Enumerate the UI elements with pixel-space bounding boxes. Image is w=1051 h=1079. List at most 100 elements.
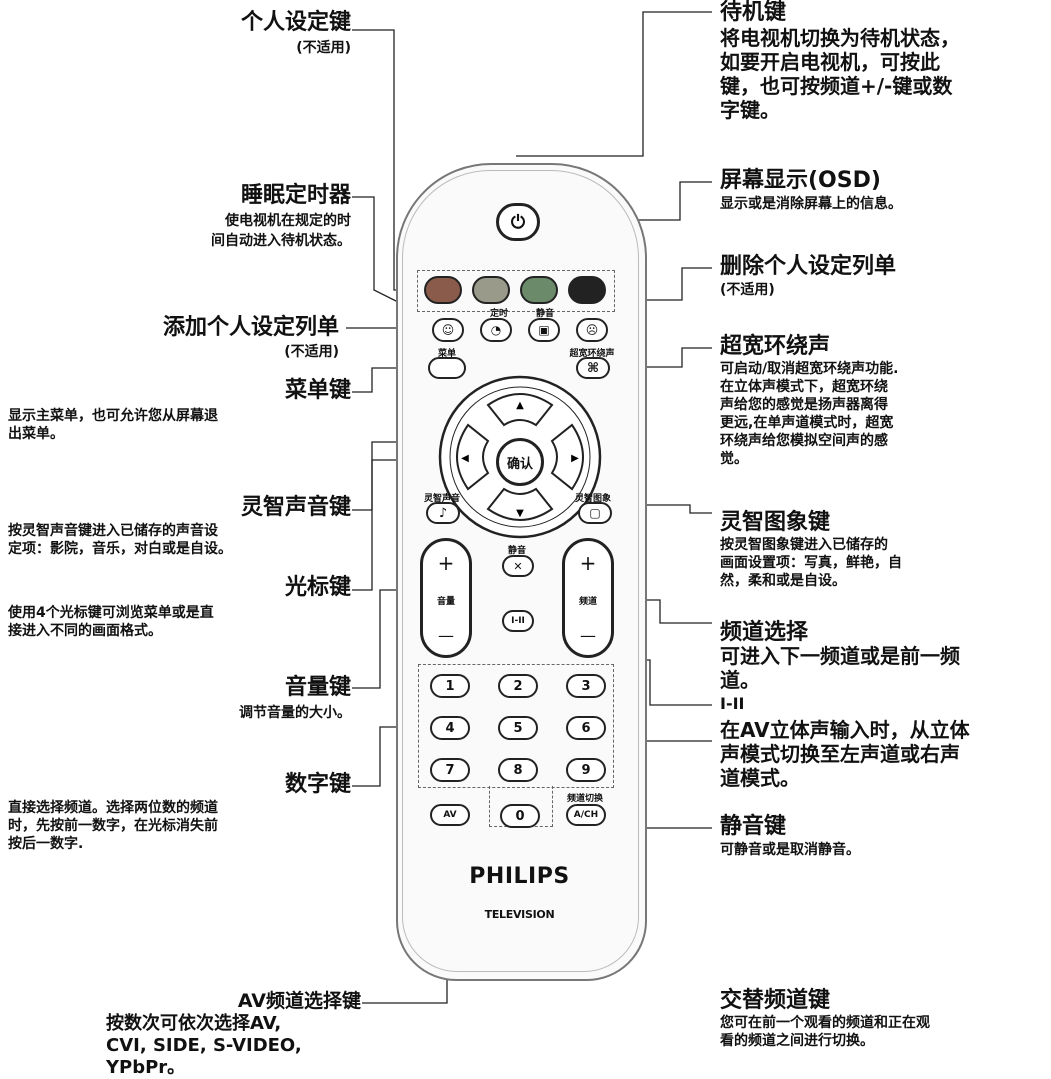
green-key[interactable]	[472, 276, 510, 304]
digit-2-button[interactable]: 2	[498, 674, 538, 698]
menu-key-desc-1: 显示主菜单，也可允许您从屏幕退	[8, 408, 218, 424]
sound-mode-title: I-II	[720, 694, 745, 713]
surround-icon: ⌘	[586, 360, 600, 376]
smiley-minus-icon: ☹	[585, 323, 599, 337]
mute-key-title: 静音键	[720, 814, 787, 839]
add-favorite-desc: (不适用)	[284, 344, 339, 360]
standby-desc-4: 字键。	[720, 98, 780, 122]
sound-mode-desc-3: 道模式。	[720, 766, 800, 790]
menu-label: 菜单	[437, 349, 456, 359]
digit-1-button[interactable]: 1	[430, 674, 470, 698]
remote-body-inner	[402, 170, 639, 972]
alt-channel-button[interactable]: A/CH	[566, 804, 606, 826]
clock-icon: ◔	[490, 323, 502, 337]
smart-picture-button[interactable]: ▢	[578, 502, 612, 524]
channel-rocker[interactable]: + 频道 —	[562, 538, 614, 658]
digit-9-button[interactable]: 9	[566, 758, 606, 782]
power-button[interactable]: ⏻	[496, 203, 540, 241]
right-arrow-button[interactable]	[550, 423, 584, 491]
down-arrow-icon: ▼	[516, 508, 524, 519]
delete-favorite-button[interactable]: ☹	[576, 318, 608, 342]
osd-button[interactable]: ▣	[528, 318, 560, 342]
menu-key-title: 菜单键	[284, 378, 351, 403]
channel-select-desc-1: 可进入下一频道或是前一频	[720, 644, 960, 668]
menu-key-desc-2: 出菜单。	[8, 426, 64, 442]
smart-sound-title: 灵智声音键	[240, 495, 351, 520]
surround-desc-5: 环绕声给您模拟空间声的感	[720, 433, 888, 449]
digit-9-label: 9	[581, 762, 591, 778]
favorite-key-desc: (不适用)	[296, 40, 351, 56]
channel-down-icon: —	[580, 626, 596, 645]
digit-8-label: 8	[513, 762, 523, 778]
volume-rocker[interactable]: + 音量 —	[420, 538, 472, 658]
power-icon: ⏻	[510, 211, 526, 233]
stereo-mode-button[interactable]: I-II	[502, 610, 534, 632]
standby-title: 待机键	[720, 0, 787, 25]
digit-8-button[interactable]: 8	[498, 758, 538, 782]
mute-button[interactable]: ✕	[502, 555, 534, 577]
info-screen-icon: ▣	[538, 323, 550, 337]
digit-0-label: 0	[515, 808, 525, 824]
smart-sound-button[interactable]: ♪	[426, 502, 460, 524]
brand-logo: PHILIPS	[469, 864, 570, 889]
digit-5-label: 5	[513, 720, 523, 736]
note-icon: ♪	[438, 505, 448, 521]
standby-desc-3: 键，也可按频道+/-键或数	[720, 74, 953, 98]
smart-picture-desc-3: 然，柔和或是自设。	[720, 573, 846, 589]
digit-keys-desc-1: 直接选择频道。选择两位数的频道	[8, 800, 218, 816]
digit-6-button[interactable]: 6	[566, 716, 606, 740]
surround-desc-4: 更远,在单声道模式时，超宽	[720, 415, 894, 431]
blue-key[interactable]	[568, 276, 606, 304]
digit-6-label: 6	[581, 720, 591, 736]
digit-7-button[interactable]: 7	[430, 758, 470, 782]
digit-4-label: 4	[445, 720, 455, 736]
surround-desc-3: 声给您的感觉是扬声器离得	[720, 397, 888, 413]
favorite-key-title: 个人设定键	[240, 10, 351, 35]
delete-favorite-title: 删除个人设定列单	[720, 254, 897, 279]
av-key-desc-1: 按数次可依次选择AV,	[106, 1013, 282, 1034]
add-favorite-button[interactable]: ☺	[432, 318, 464, 342]
volume-up-icon: +	[437, 551, 455, 575]
digit-3-button[interactable]: 3	[566, 674, 606, 698]
av-button[interactable]: AV	[430, 804, 470, 826]
cursor-keys-desc-2: 接进入不同的画面格式。	[8, 623, 162, 639]
digit-keypad-group	[418, 664, 614, 788]
volume-label: 音量	[436, 597, 455, 607]
ok-button[interactable]: 确认	[496, 438, 544, 486]
dpad: ▲ ▼ ◀ ▶	[438, 375, 602, 539]
smart-sound-desc-2: 定项：影院，音乐，对白或是自设。	[8, 541, 232, 557]
volume-key-desc: 调节音量的大小。	[239, 705, 351, 721]
channel-up-icon: +	[579, 551, 597, 575]
up-arrow-button[interactable]	[486, 393, 554, 427]
left-arrow-button[interactable]	[456, 423, 490, 491]
av-key-desc-2: CVI, SIDE, S-VIDEO,	[106, 1035, 302, 1056]
digit-1-label: 1	[445, 678, 455, 694]
standby-desc-1: 将电视机切换为待机状态，	[720, 26, 960, 50]
standby-desc-2: 如要开启电视机，可按此	[720, 50, 940, 74]
down-arrow-button[interactable]	[486, 487, 554, 521]
digit-3-label: 3	[581, 678, 591, 694]
volume-down-icon: —	[438, 626, 454, 645]
digit-5-button[interactable]: 5	[498, 716, 538, 740]
surround-desc-6: 觉。	[720, 451, 748, 467]
sleep-label: 静音	[535, 309, 554, 319]
sleep-timer-button[interactable]: ◔	[480, 318, 512, 342]
surround-desc-2: 在立体声模式下，超宽环绕	[720, 379, 888, 395]
ach-caption: 频道切换	[566, 794, 603, 804]
digit-0-button[interactable]: 0	[500, 804, 540, 828]
mute-label: 静音	[507, 546, 526, 556]
digit-keys-desc-2: 时，先按前一数字，在光标消失前	[8, 818, 218, 834]
av-key-desc-3: YPbPr。	[106, 1057, 186, 1078]
channel-select-title: 频道选择	[720, 620, 809, 645]
red-key[interactable]	[424, 276, 462, 304]
up-arrow-icon: ▲	[516, 400, 524, 411]
smart-picture-desc-1: 按灵智图象键进入已储存的	[720, 537, 888, 553]
osd-title: 屏幕显示(OSD)	[720, 168, 881, 193]
sleep-timer-title: 睡眠定时器	[240, 183, 351, 208]
digit-4-button[interactable]: 4	[430, 716, 470, 740]
surround-button[interactable]: ⌘	[576, 357, 610, 379]
delete-favorite-desc: (不适用)	[720, 282, 775, 298]
menu-button[interactable]	[428, 357, 466, 379]
av-label: AV	[443, 810, 457, 820]
yellow-key[interactable]	[520, 276, 558, 304]
